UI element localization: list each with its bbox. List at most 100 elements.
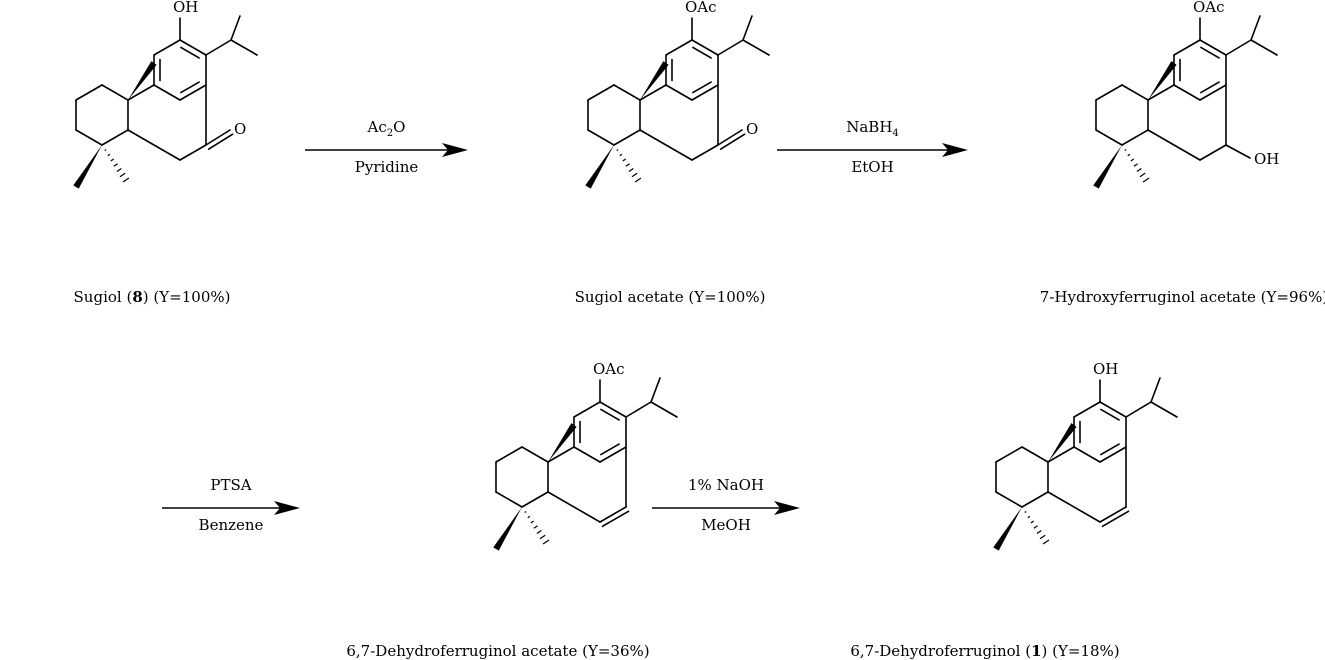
hash-line (536, 529, 542, 535)
hash-line (119, 172, 126, 178)
isopropyl-bond (650, 377, 661, 403)
isopropyl-bond (1250, 15, 1261, 41)
angular-methyl-wedge (1148, 61, 1177, 100)
hash-line (1024, 511, 1027, 513)
bond (599, 446, 627, 463)
hash-line (110, 158, 115, 162)
bond (587, 129, 615, 146)
aromatic-double-bond (1100, 443, 1120, 456)
reagent-label: 1% NaOH (687, 476, 765, 494)
bond (1121, 129, 1149, 146)
arrow-head (942, 143, 968, 157)
bond (1073, 401, 1101, 418)
bond (521, 446, 549, 463)
hash-line (1030, 520, 1035, 524)
solvent-label: EtOH (851, 158, 894, 176)
hash-line (1127, 153, 1131, 157)
hash-line (1124, 149, 1127, 151)
molecule-5: OH (993, 360, 1178, 551)
bond (75, 129, 103, 146)
bond (691, 144, 719, 161)
aromatic-double-bond (692, 81, 712, 94)
solvent-label: Pyridine (354, 158, 419, 176)
hash-line (107, 153, 111, 157)
reagent-label: PTSA (210, 476, 252, 494)
bond (101, 84, 129, 101)
substituent-label: OAc (1193, 0, 1225, 16)
carbonyl-double-bond (207, 133, 234, 151)
solvent-label: Benzene (198, 516, 264, 534)
hash-line (1027, 515, 1031, 519)
aromatic-double-bond (180, 81, 200, 94)
isopropyl-bond (1225, 39, 1252, 56)
bond (153, 39, 181, 56)
bond (1199, 144, 1227, 161)
carbonyl-bond (717, 129, 743, 146)
hash-line (1042, 539, 1050, 545)
compound-name-label: 6,7-Dehydroferruginol (1) (Y=18%) (850, 642, 1120, 660)
isopropyl-bond (1150, 401, 1178, 418)
hash-line (524, 511, 527, 513)
carbonyl-bond (205, 129, 231, 146)
bond (613, 129, 641, 146)
hydroxyl-label: OH (1254, 150, 1279, 168)
compound-name-label: 6,7-Dehydroferruginol acetate (Y=36%) (346, 642, 650, 660)
gem-methyl-wedge (1093, 145, 1122, 189)
aromatic-double-bond (1200, 46, 1220, 59)
aromatic-double-bond (600, 443, 620, 456)
isopropyl-bond (742, 39, 770, 56)
carbonyl-oxygen-label: O (234, 120, 246, 138)
bond (587, 84, 615, 101)
carbonyl-double-bond (719, 133, 746, 151)
molecule-4: OAc (493, 360, 678, 551)
arrow-head (442, 143, 468, 157)
gem-methyl-wedge (73, 145, 102, 189)
angular-methyl-wedge (640, 61, 669, 100)
bond (599, 401, 627, 418)
gem-methyl-wedge (585, 145, 614, 189)
hash-line (1039, 534, 1046, 540)
bond (1095, 84, 1123, 101)
isopropyl-bond (230, 39, 258, 56)
bond (665, 39, 693, 56)
gem-methyl-hashed (104, 149, 130, 183)
molecule-1: OHO (73, 0, 258, 189)
hash-line (539, 534, 546, 540)
bond (639, 84, 667, 101)
hash-line (1130, 158, 1135, 162)
hash-line (619, 153, 623, 157)
angular-methyl-wedge (548, 423, 577, 462)
bond (573, 401, 601, 418)
reagent-label: NaBH4 (846, 118, 899, 139)
bond (547, 491, 601, 523)
bond (1173, 39, 1201, 56)
bond (573, 446, 601, 463)
bond (153, 84, 181, 101)
hash-line (634, 177, 642, 183)
bond (127, 84, 155, 101)
bond (665, 84, 693, 101)
isopropyl-bond (717, 39, 744, 56)
bond (1047, 491, 1101, 523)
bond (179, 39, 207, 56)
hash-line (616, 149, 619, 151)
reaction-arrow-2 (777, 143, 968, 157)
hash-line (527, 515, 531, 519)
gem-methyl-hashed (1124, 149, 1150, 183)
isopropyl-bond (1125, 401, 1152, 418)
isopropyl-bond (1150, 377, 1161, 403)
isopropyl-bond (1250, 39, 1278, 56)
bond (179, 84, 207, 101)
hydroxyl-bond (1225, 144, 1251, 159)
bond (1095, 129, 1123, 146)
bond (691, 39, 719, 56)
bond (75, 84, 103, 101)
hash-line (1139, 172, 1146, 178)
carbonyl-oxygen-label: O (746, 120, 758, 138)
isopropyl-bond (230, 15, 241, 41)
isopropyl-bond (205, 39, 232, 56)
isopropyl-bond (650, 401, 678, 418)
bond (1099, 446, 1127, 463)
